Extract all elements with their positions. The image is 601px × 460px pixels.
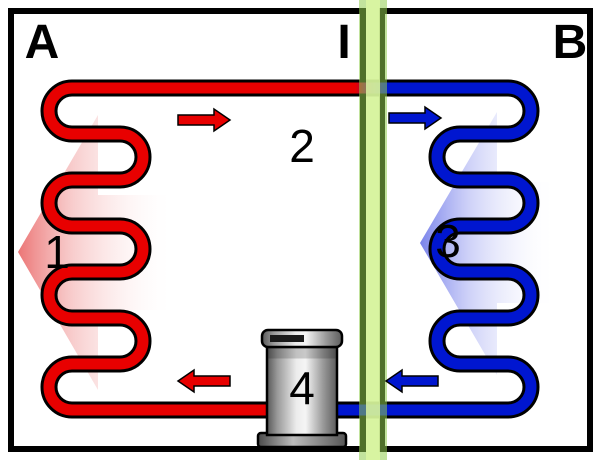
label-chamber-a: A	[25, 16, 60, 69]
compressor-vent-slot-icon	[270, 335, 304, 342]
compressor-body	[265, 345, 339, 437]
label-chamber-b: B	[553, 16, 588, 69]
flow-arrow-hot-right-icon	[177, 107, 232, 133]
compressor	[256, 328, 348, 449]
flow-arrow-hot-left-icon	[176, 368, 231, 394]
insulation-band	[359, 0, 387, 460]
hot-pipe-circuit	[40, 79, 391, 419]
heat-output-arrow-icon	[18, 115, 175, 390]
label-top-pipe: 2	[289, 120, 315, 172]
label-barrier: I	[337, 16, 350, 69]
cold-pipe	[296, 82, 537, 416]
flow-arrow-cold-left-icon	[384, 368, 439, 394]
label-heat-output: 1	[44, 226, 70, 278]
label-heat-intake: 3	[435, 215, 461, 267]
heat-intake-arrow-icon	[420, 112, 557, 375]
flow-arrow-cold-right-icon	[388, 105, 443, 131]
label-compressor: 4	[289, 362, 315, 414]
compressor-body-shadow	[268, 348, 336, 359]
insulation-band-center	[366, 0, 380, 460]
cold-pipe-circuit	[293, 79, 540, 419]
hot-pipe	[43, 82, 384, 416]
